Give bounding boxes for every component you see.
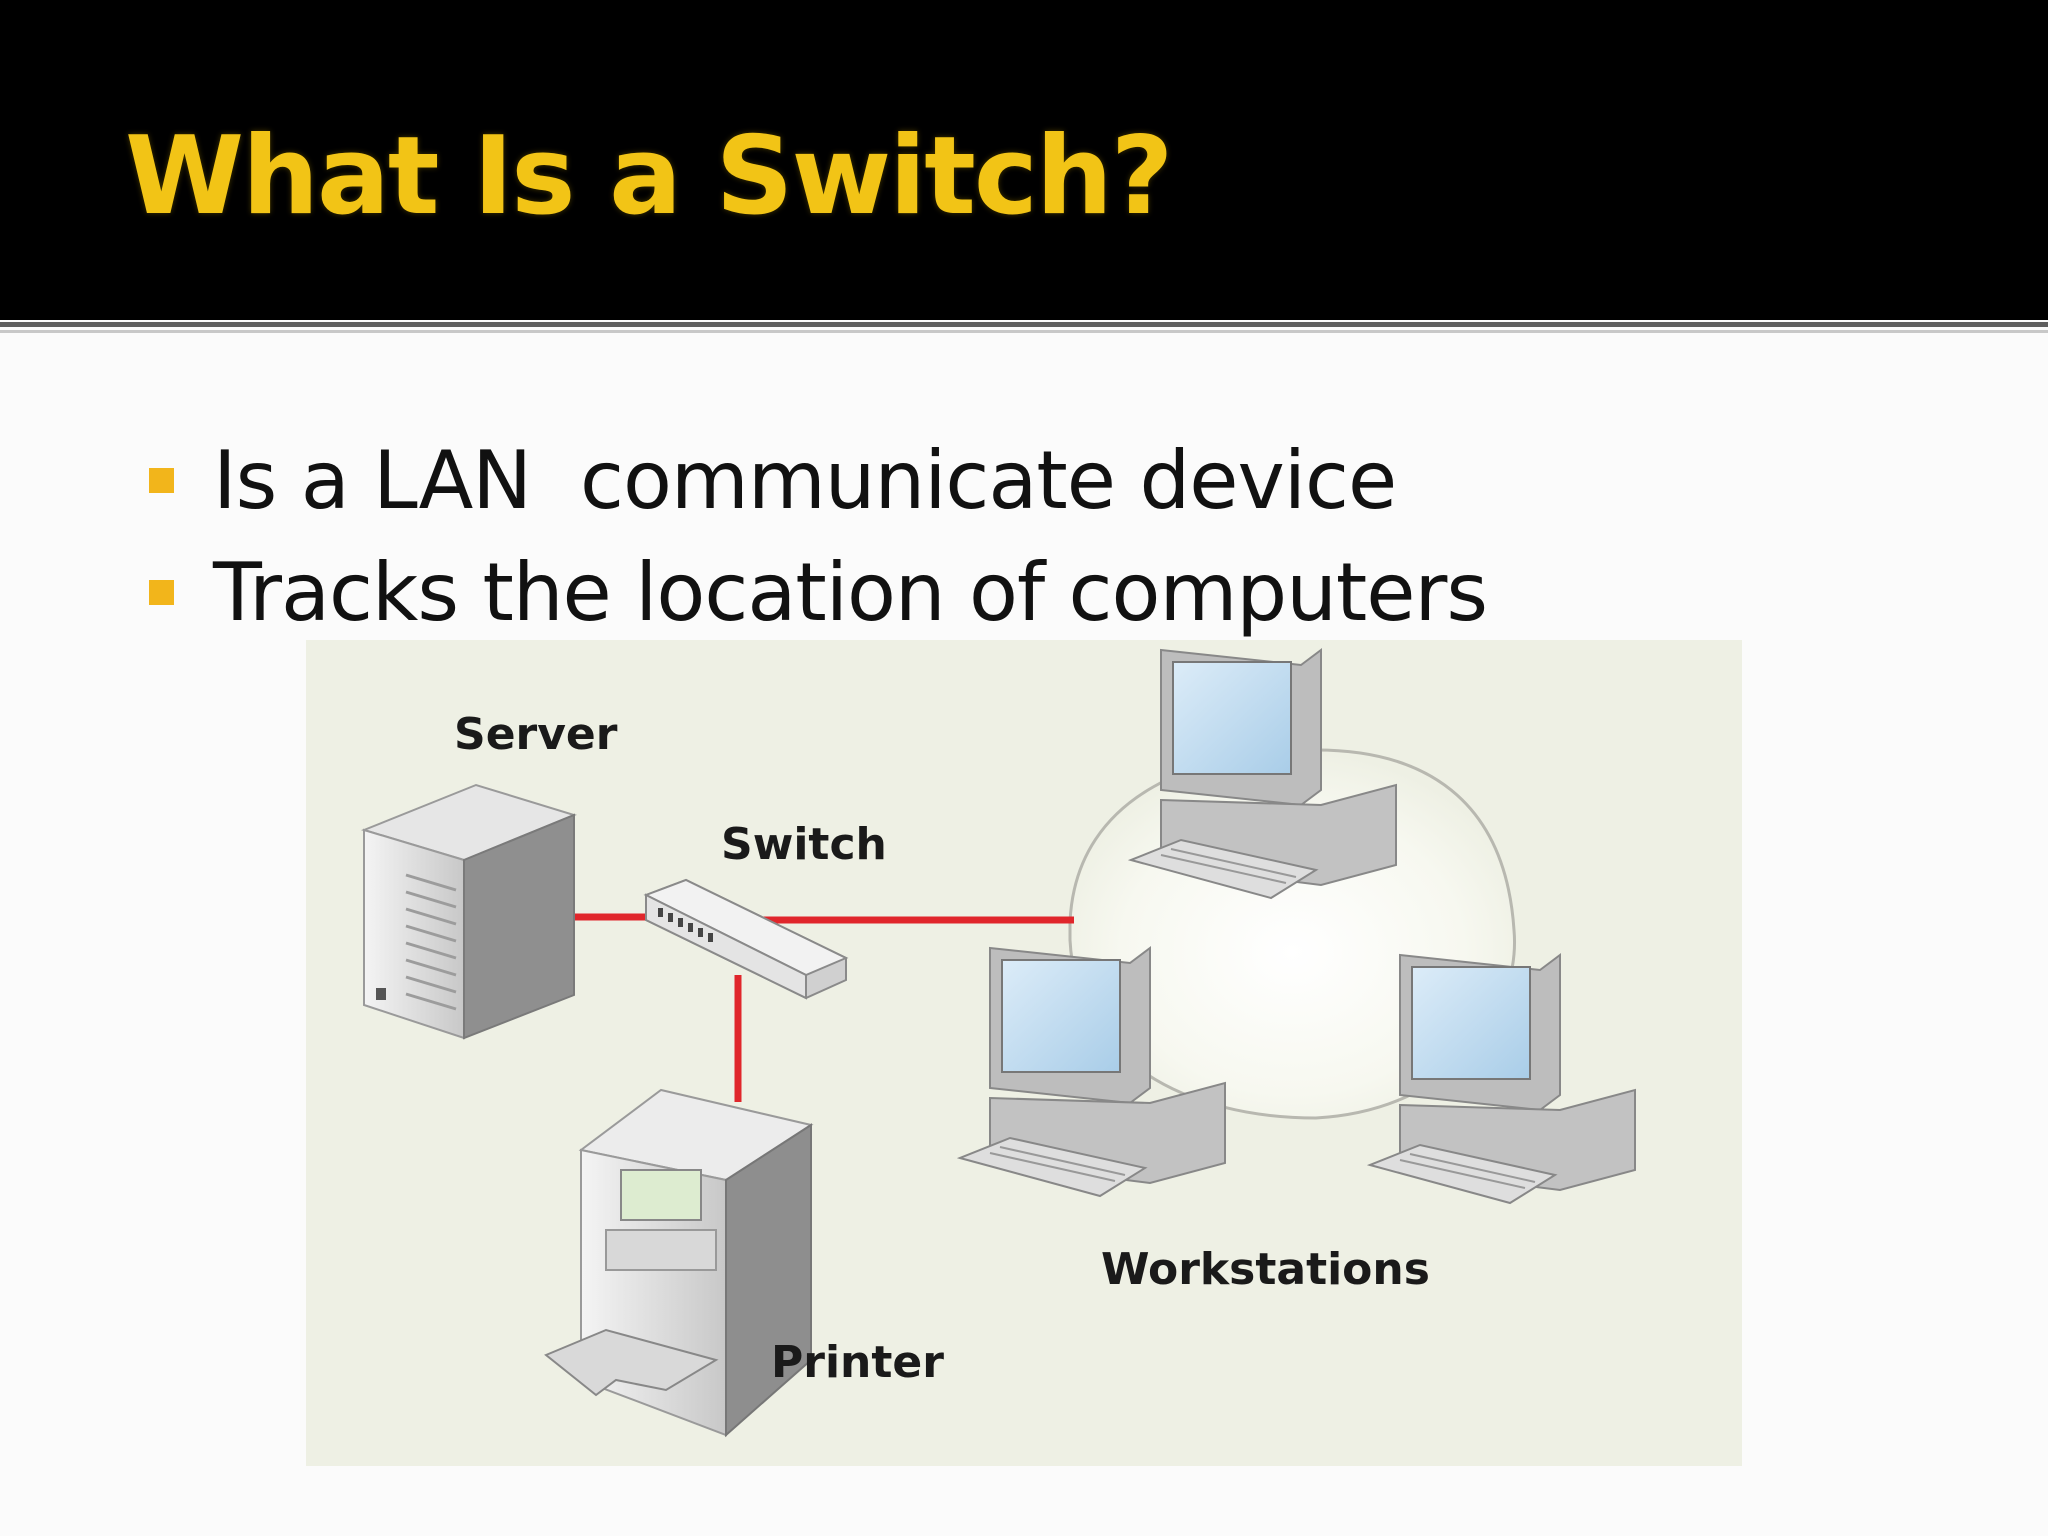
printer-label: Printer bbox=[771, 1337, 944, 1388]
bullet-square-icon bbox=[149, 580, 174, 605]
title-divider bbox=[0, 322, 2048, 327]
slide-title: What Is a Switch? bbox=[125, 114, 1173, 239]
bullet-list: Is a LAN communicate device Tracks the l… bbox=[145, 425, 1845, 649]
bullet-item: Tracks the location of computers bbox=[145, 537, 1845, 649]
network-cables bbox=[574, 913, 1074, 1102]
network-drawing bbox=[360, 648, 1636, 1438]
bullet-text: Tracks the location of computers bbox=[213, 546, 1488, 639]
printer-icon bbox=[544, 1088, 814, 1438]
switch-icon bbox=[643, 878, 849, 1000]
bullet-item: Is a LAN communicate device bbox=[145, 425, 1845, 537]
bullet-text: Is a LAN communicate device bbox=[213, 434, 1397, 527]
bullet-square-icon bbox=[149, 468, 174, 493]
title-divider-shadow bbox=[0, 330, 2048, 333]
workstation-top-icon bbox=[1127, 648, 1397, 900]
network-diagram: Server Switch Workstations Printer bbox=[306, 640, 1742, 1466]
title-bar: What Is a Switch? bbox=[0, 0, 2048, 320]
workstation-left-icon bbox=[956, 946, 1226, 1198]
server-icon bbox=[360, 783, 577, 1040]
workstation-right-icon bbox=[1366, 953, 1636, 1205]
switch-label: Switch bbox=[721, 819, 887, 870]
workstations-label: Workstations bbox=[1101, 1244, 1430, 1295]
server-label: Server bbox=[454, 709, 618, 760]
